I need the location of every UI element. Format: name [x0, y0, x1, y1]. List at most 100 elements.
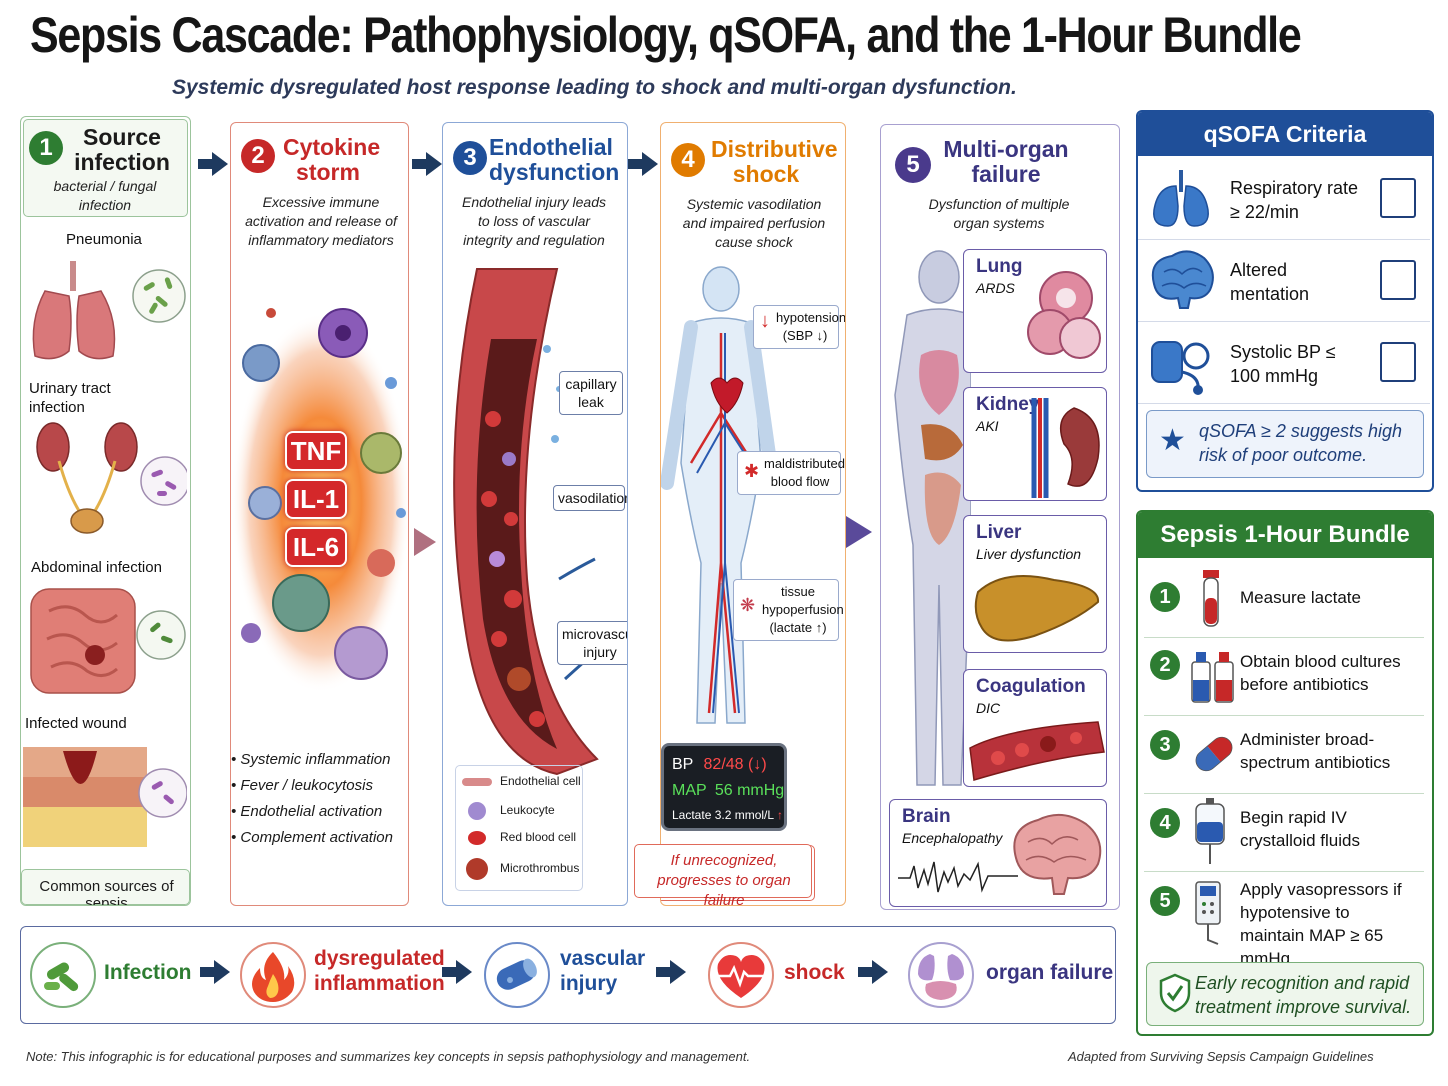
- monitor-bp-value: 82/48 (↓): [703, 756, 767, 773]
- monitor-lactate-arrow: ↑: [776, 808, 783, 822]
- bundle-step-number: 4: [1150, 808, 1180, 838]
- kidney-illustration: [1031, 398, 1100, 498]
- cytokine-bullet: • Complement activation: [231, 829, 393, 846]
- bundle-step-number: 1: [1150, 582, 1180, 612]
- legend-item-leukocyte: Leukocyte: [462, 802, 555, 820]
- legend-item-microthrombus: Microthrombus: [462, 858, 579, 880]
- bundle-header: Sepsis 1-Hour Bundle: [1138, 512, 1432, 558]
- heartbeat-icon: [708, 942, 774, 1008]
- source-label-urinary: Urinary tract infection: [29, 380, 111, 416]
- bundle-step-2: 2 Obtain blood cultures before antibioti…: [1144, 638, 1424, 716]
- footer-source: Adapted from Surviving Sepsis Campaign G…: [1068, 1049, 1374, 1064]
- bacteria-icon: [30, 942, 96, 1008]
- bundle-step-number: 5: [1150, 886, 1180, 916]
- culture-bottles-icon: [1191, 652, 1234, 703]
- flame-icon: [240, 942, 306, 1008]
- arrow-1-to-2: [198, 152, 228, 176]
- organ-lung: Lung ARDS: [963, 249, 1107, 373]
- arrow-2-to-3-lower: [414, 528, 436, 556]
- cytokine-bullets: • Systemic inflammation • Fever / leukoc…: [231, 747, 406, 851]
- bundle-footer: Early recognition and rapid treatment im…: [1146, 962, 1424, 1026]
- callout-hypoperfusion-label: tissue hypoperfusion (lactate ↑): [762, 584, 844, 635]
- organ-liver-sub: Liver dysfunction: [976, 546, 1082, 562]
- qsofa-checkbox-mentation[interactable]: [1380, 260, 1416, 300]
- legend-label: Red blood cell: [500, 830, 577, 844]
- bp-cuff-icon: [1151, 341, 1210, 395]
- arrow-3-to-4: [628, 152, 658, 176]
- bundle-panel: Sepsis 1-Hour Bundle 1 Measure lactate 2…: [1136, 510, 1434, 1036]
- organ-liver: Liver Liver dysfunction: [963, 515, 1107, 653]
- sources-footer-label: Common sources of sepsis: [39, 878, 174, 906]
- qsofa-criterion-mentation: Altered mentation: [1138, 240, 1430, 322]
- panel-3-number: 3: [453, 141, 487, 175]
- organ-coagulation-sub: DIC: [976, 700, 1001, 716]
- cytokine-bullet: • Endothelial activation: [231, 803, 383, 820]
- source-label-abdominal: Abdominal infection: [31, 559, 162, 576]
- bundle-step-label: Apply vasopressors if hypotensive to mai…: [1240, 880, 1402, 968]
- organ-coagulation: Coagulation DIC: [963, 669, 1107, 787]
- organ-kidney: Kidney AKI: [963, 387, 1107, 501]
- organ-brain-name: Brain: [902, 806, 951, 827]
- qsofa-checkbox-respiratory[interactable]: [1380, 178, 1416, 218]
- alveoli-illustration: [1027, 271, 1101, 359]
- qsofa-header: qSOFA Criteria: [1138, 112, 1432, 156]
- qsofa-note-text: qSOFA ≥ 2 suggests high risk of poor out…: [1199, 421, 1402, 465]
- monitor-bp-label: BP: [672, 756, 694, 773]
- page-subtitle: Systemic dysregulated host response lead…: [172, 76, 1017, 99]
- callout-hypotension: ↓ hypotension (SBP ↓): [753, 305, 845, 349]
- cascade-flow-bar: [20, 926, 1116, 1024]
- panel-4-desc: Systemic vasodilation and impaired perfu…: [682, 196, 826, 250]
- bundle-step-4: 4 Begin rapid IV crystalloid fluids: [1144, 794, 1424, 872]
- qsofa-criterion-respiratory: Respiratory rate ≥ 22/min: [1138, 158, 1430, 240]
- panel-5-desc: Dysfunction of multiple organ systems: [928, 196, 1070, 231]
- organ-liver-name: Liver: [976, 522, 1022, 543]
- callout-capillary-leak: capillary leak: [559, 371, 623, 415]
- monitor-bp: BP 82/48 (↓): [672, 756, 767, 774]
- callout-hypoperfusion: ❋ tissue hypoperfusion (lactate ↑): [733, 579, 844, 641]
- flow-arrow: [858, 960, 888, 984]
- qsofa-note: ★ qSOFA ≥ 2 suggests high risk of poor o…: [1146, 410, 1424, 478]
- vital-signs-monitor: BP 82/48 (↓) MAP 56 mmHg Lactate 3.2 mmo…: [661, 743, 787, 831]
- panel-3-title: Endothelial dysfunction: [489, 134, 620, 185]
- microthrombus-icon: [466, 858, 488, 880]
- organ-brain: Brain Encephalopathy: [889, 799, 1107, 907]
- flow-arrow: [442, 960, 472, 984]
- organ-kidney-name: Kidney: [976, 394, 1040, 415]
- liver-illustration: [974, 575, 1100, 642]
- flow-label-vascular: vascular injury: [560, 947, 646, 995]
- red-blood-cell-icon: [468, 830, 486, 845]
- bundle-step-number: 2: [1150, 650, 1180, 680]
- qsofa-criterion-label: Respiratory rate ≥ 22/min: [1230, 178, 1359, 222]
- mediator-il1-label: IL-1: [292, 484, 340, 514]
- page-title: Sepsis Cascade: Pathophysiology, qSOFA, …: [30, 7, 1302, 63]
- flow-label-shock: shock: [784, 961, 845, 984]
- callout-microvascular-injury: microvascular injury: [557, 621, 627, 665]
- translucent-body-illustration: [894, 250, 971, 786]
- callout-vasodilation: vasodilation: [553, 485, 627, 511]
- kidneys-illustration: [36, 422, 187, 534]
- panel-1-desc: bacterial / fungal infection: [53, 178, 157, 213]
- panel-5-number: 5: [895, 147, 931, 183]
- legend-item-endothelial-cell: Endothelial cell: [462, 774, 581, 788]
- organ-kidney-sub: AKI: [976, 418, 999, 434]
- legend-label: Leukocyte: [500, 803, 555, 818]
- qsofa-checkbox-sbp[interactable]: [1380, 342, 1416, 382]
- lungs-illustration: [32, 261, 186, 360]
- bundle-step-1: 1 Measure lactate: [1144, 560, 1424, 638]
- shock-warning-box: If unrecognized, progresses to organ fai…: [634, 844, 812, 909]
- leukocyte-icon: [468, 802, 486, 820]
- arrow-4-to-5: [846, 516, 872, 548]
- brain-illustration: [1013, 813, 1102, 895]
- cytokine-bullet-text: Systemic inflammation: [240, 751, 391, 768]
- bundle-step-label: Measure lactate: [1240, 588, 1361, 607]
- footer-note: Note: This infographic is for educationa…: [26, 1049, 751, 1064]
- qsofa-title: qSOFA Criteria: [1203, 121, 1367, 147]
- mediator-il6-label: IL-6: [292, 532, 340, 562]
- panel-1-number: 1: [29, 131, 63, 165]
- panel-multi-organ: 5 Multi-organ failure Dysfunction of mul…: [880, 124, 1120, 910]
- lungs-icon: [1153, 170, 1209, 227]
- monitor-map: MAP 56 mmHg: [672, 782, 784, 800]
- eeg-trace-illustration: [898, 861, 1018, 893]
- qsofa-panel: qSOFA Criteria Respiratory rate ≥ 22/min…: [1136, 110, 1434, 492]
- arrow-2-to-3: [412, 152, 442, 176]
